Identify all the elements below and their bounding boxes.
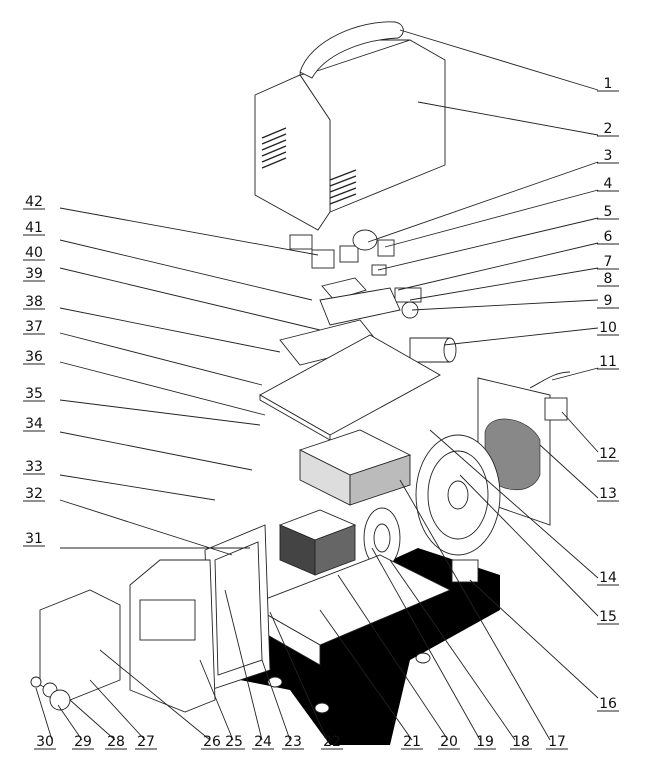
clamp-part (451, 559, 479, 583)
callout-12: 12 (599, 446, 617, 462)
callout-14: 14 (599, 570, 617, 586)
callout-40: 40 (25, 245, 43, 261)
callout-3: 3 (604, 148, 613, 164)
electronics-cluster (279, 229, 457, 366)
callout-42: 42 (25, 194, 43, 210)
callout-11: 11 (599, 354, 617, 370)
callout-25: 25 (225, 734, 243, 750)
callout-9: 9 (604, 293, 613, 309)
callout-27: 27 (137, 734, 155, 750)
callout-28: 28 (107, 734, 125, 750)
callout-2: 2 (604, 121, 613, 137)
callout-24: 24 (254, 734, 272, 750)
callout-39: 39 (25, 266, 43, 282)
callout-8: 8 (604, 271, 613, 287)
callout-16: 16 (599, 696, 617, 712)
callout-22: 22 (323, 734, 341, 750)
callout-31: 31 (25, 531, 43, 547)
callout-15: 15 (599, 609, 617, 625)
cover-vent-slots (261, 127, 357, 205)
fin-stack-part (278, 509, 357, 576)
callout-29: 29 (74, 734, 92, 750)
top-cover-part (254, 21, 446, 231)
callout-26: 26 (203, 734, 221, 750)
callout-23: 23 (284, 734, 302, 750)
callout-17: 17 (548, 734, 566, 750)
callout-13: 13 (599, 486, 617, 502)
callout-19: 19 (476, 734, 494, 750)
callout-1: 1 (604, 76, 613, 92)
knob-30 (30, 676, 42, 688)
leader-lines (35, 29, 599, 741)
callout-underlines (23, 90, 619, 750)
callout-35: 35 (25, 386, 43, 402)
callout-41: 41 (25, 220, 43, 236)
callout-6: 6 (604, 229, 613, 245)
callout-5: 5 (604, 204, 613, 220)
callout-30: 30 (36, 734, 54, 750)
callout-37: 37 (25, 319, 43, 335)
callout-labels: 1 2 3 4 5 6 7 8 9 10 11 12 13 14 15 16 1… (25, 76, 617, 750)
callout-33: 33 (25, 459, 43, 475)
callout-7: 7 (604, 254, 613, 270)
callout-36: 36 (25, 349, 43, 365)
callout-34: 34 (25, 416, 43, 432)
callout-18: 18 (512, 734, 530, 750)
callout-20: 20 (440, 734, 458, 750)
callout-38: 38 (25, 294, 43, 310)
callout-4: 4 (604, 176, 613, 192)
callout-32: 32 (25, 486, 43, 502)
callout-21: 21 (403, 734, 421, 750)
callout-10: 10 (599, 320, 617, 336)
heatsink-part (298, 429, 412, 506)
